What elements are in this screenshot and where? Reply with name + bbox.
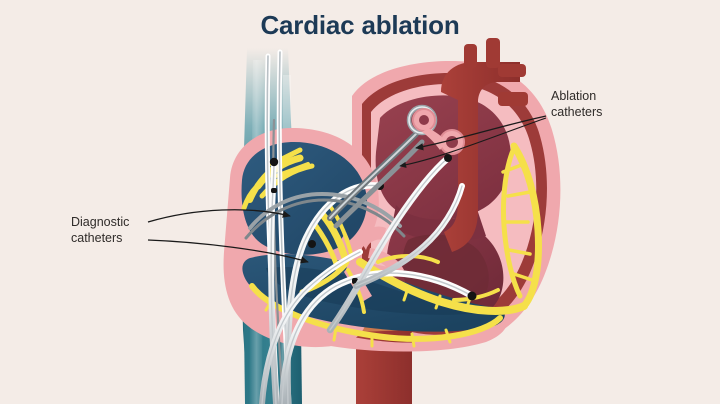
annotation-line-2: catheters — [71, 230, 123, 245]
leader-ablation-2 — [399, 117, 547, 168]
leader-diagnostic-1 — [147, 209, 291, 223]
electrode-tip — [308, 240, 316, 248]
pv-connector — [422, 128, 446, 150]
annotation-ablation-catheters: Ablation catheters — [551, 89, 602, 120]
leader-lines — [147, 115, 547, 264]
annotation-line-1: Diagnostic — [71, 215, 130, 229]
pulmonary-vein-ostia — [412, 108, 465, 155]
leader-ablation-1 — [415, 115, 547, 151]
aortic-arch — [441, 62, 520, 252]
left-common-carotid-artery — [486, 38, 500, 68]
mitral-leaflet-1 — [360, 226, 386, 250]
catheter-shaft-atrial-grey — [244, 191, 406, 240]
annotation-diagnostic-catheters: Diagnostic catheters — [71, 215, 129, 246]
brachiocephalic-artery — [464, 44, 477, 68]
diagnostic-catheter-his-bundle — [259, 240, 363, 404]
electrode-tip — [467, 291, 477, 301]
diagnostic-catheter-coronary-sinus — [278, 269, 477, 404]
catheters-group — [244, 49, 477, 404]
left-subclavian-artery — [498, 64, 526, 77]
diagnostic-catheter-right-atrium — [268, 157, 279, 404]
left-atrium-chamber — [375, 95, 511, 221]
electrode-band — [271, 188, 277, 193]
annotation-line-1: Ablation — [551, 89, 597, 103]
electrode-tip — [269, 157, 279, 167]
ablation-catheter-left-atrium — [326, 154, 452, 334]
catheter-left-outflow — [353, 183, 465, 289]
electrode-tip — [444, 154, 452, 162]
right-ventricle-wall-rim — [234, 282, 508, 352]
leader-diagnostic-2 — [147, 239, 309, 264]
aortic-branch-4 — [498, 92, 528, 106]
page-title: Cardiac ablation — [260, 10, 460, 40]
annotation-line-2: catheters — [551, 104, 603, 119]
ablation-catheter-pulmonary-vein — [327, 104, 438, 229]
